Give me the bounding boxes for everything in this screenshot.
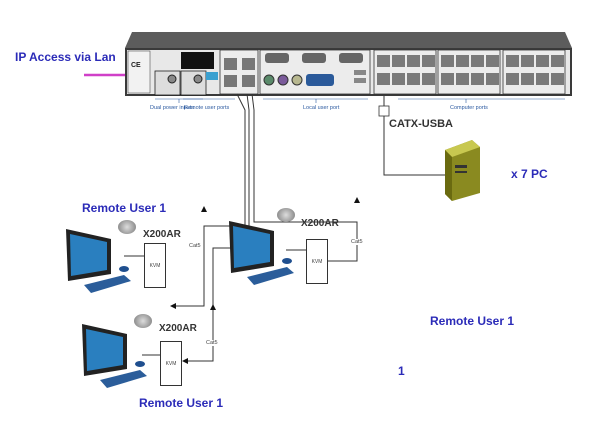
computer-port[interactable]: [392, 55, 405, 67]
power-socket-icon: [193, 74, 203, 84]
computer-monitor-icon: [66, 229, 131, 293]
remote-model-3: X200AR: [159, 323, 197, 334]
computer-port[interactable]: [471, 55, 484, 67]
computer-port[interactable]: [422, 73, 435, 85]
kvm-switch-top: [125, 32, 572, 48]
computer-port[interactable]: [441, 73, 454, 85]
computer-port[interactable]: [407, 55, 420, 67]
computer-port[interactable]: [536, 73, 549, 85]
port-label-remote-user: Remote user ports: [184, 105, 230, 111]
vga-port: [306, 74, 334, 86]
catx-usba-label: CATX-USBA: [389, 118, 453, 130]
pc-count-label: x 7 PC: [511, 167, 548, 181]
rj45-port[interactable]: [224, 58, 237, 70]
computer-port[interactable]: [551, 55, 564, 67]
remote-user-port-block: [219, 49, 259, 95]
serial-port: [265, 53, 289, 63]
speaker-icon: [134, 314, 152, 328]
pc-tower-icon: [445, 140, 480, 201]
black-label: [181, 52, 214, 69]
network-port-led: [206, 72, 218, 80]
computer-port[interactable]: [506, 55, 519, 67]
computer-port[interactable]: [456, 55, 469, 67]
remote-user-title-3: Remote User 1: [139, 396, 224, 410]
kvm-box-3: KVM: [160, 341, 182, 386]
power-input-1: [154, 70, 181, 96]
remote-user-title-1: Remote User 1: [82, 201, 167, 215]
label-sticker: [127, 50, 151, 94]
computer-port[interactable]: [456, 73, 469, 85]
cat5-label-2: Cat5: [351, 239, 363, 245]
port-label-local-user: Local user port: [303, 105, 340, 111]
rj45-port[interactable]: [224, 75, 237, 87]
remote-model-2: X200AR: [301, 218, 339, 229]
cat5-cables: [124, 93, 445, 362]
computer-port[interactable]: [471, 73, 484, 85]
computer-monitor-icon: [229, 221, 294, 285]
computer-port[interactable]: [377, 55, 390, 67]
remote-model-1: X200AR: [143, 229, 181, 240]
kvm-box-1: KVM: [144, 243, 166, 288]
rj45-port[interactable]: [242, 58, 255, 70]
kvm-box-2: KVM: [306, 239, 328, 284]
computer-port[interactable]: [422, 55, 435, 67]
ip-access-label: IP Access via Lan: [15, 50, 116, 64]
cat5-label-3: Cat5: [206, 340, 218, 346]
number-label: 1: [398, 364, 405, 378]
computer-port[interactable]: [441, 55, 454, 67]
port-label-dual-power: Dual power inputs: [150, 105, 195, 111]
port-group-brackets: [155, 98, 565, 103]
port-label-computer: Computer ports: [450, 105, 488, 111]
audio-port: [291, 74, 303, 86]
computer-monitor-icon: [82, 324, 147, 388]
computer-port[interactable]: [506, 73, 519, 85]
remote-user-label-right: Remote User 1: [430, 314, 515, 328]
computer-port[interactable]: [521, 55, 534, 67]
power-input-2: [180, 70, 207, 96]
computer-port[interactable]: [377, 73, 390, 85]
ce-mark: CE: [131, 62, 141, 69]
serial-port: [339, 53, 363, 63]
rj45-port[interactable]: [242, 75, 255, 87]
speaker-icon: [277, 208, 295, 222]
computer-port[interactable]: [486, 55, 499, 67]
catx-usba-adapter: [378, 105, 390, 117]
speaker-icon: [118, 220, 136, 234]
computer-port[interactable]: [392, 73, 405, 85]
cat5-label-1: Cat5: [189, 243, 201, 249]
computer-port[interactable]: [407, 73, 420, 85]
computer-port[interactable]: [536, 55, 549, 67]
computer-port[interactable]: [551, 73, 564, 85]
serial-port: [302, 53, 326, 63]
computer-port[interactable]: [521, 73, 534, 85]
usb-port: [354, 78, 366, 83]
power-socket-icon: [167, 74, 177, 84]
ps2-keyboard-port: [263, 74, 275, 86]
ps2-mouse-port: [277, 74, 289, 86]
usb-port: [354, 70, 366, 75]
computer-port-blocks: [373, 49, 566, 95]
computer-port[interactable]: [486, 73, 499, 85]
